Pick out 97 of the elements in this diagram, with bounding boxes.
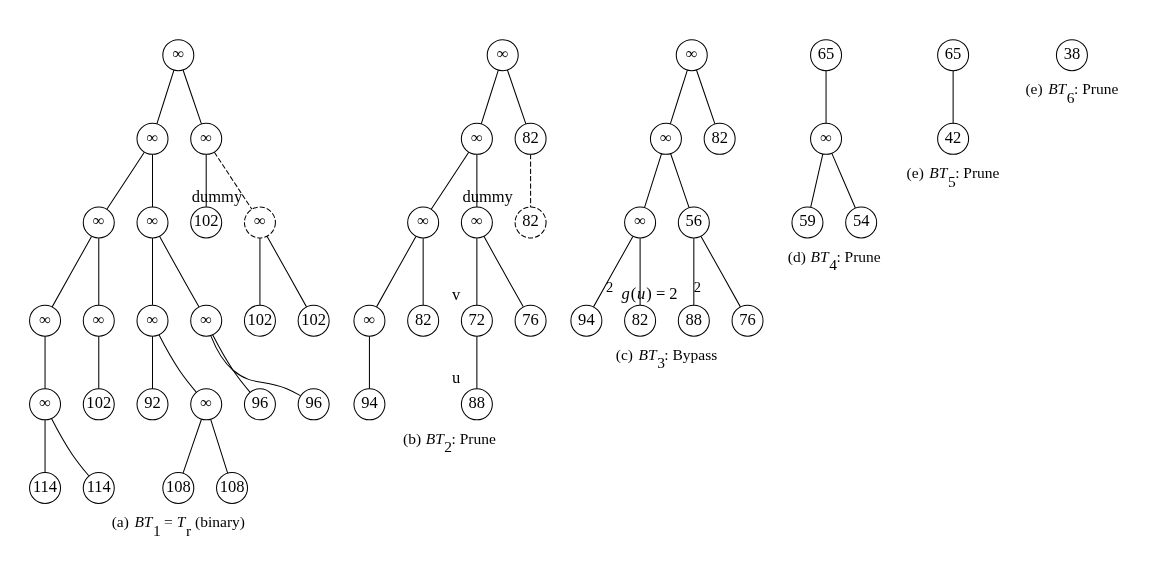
node-circle: 82	[703, 122, 736, 155]
node-circle: ∞	[460, 122, 493, 155]
connector	[158, 334, 197, 393]
connector	[159, 235, 200, 308]
node-circle: 38	[1055, 39, 1088, 72]
connector	[266, 236, 308, 308]
node-circle: 54	[845, 206, 878, 239]
connector	[669, 69, 688, 125]
connector	[106, 151, 145, 210]
connector	[639, 237, 641, 306]
connector	[151, 153, 153, 208]
node-circle: 65	[937, 39, 970, 72]
node-circle: 102	[82, 388, 115, 421]
node-circle: 94	[353, 388, 386, 421]
node-circle: 108	[216, 472, 249, 505]
node-circle: 88	[460, 388, 493, 421]
node-circle: 72	[460, 304, 493, 337]
node-circle: 65	[810, 39, 843, 72]
connector	[825, 70, 827, 124]
node-circle: 56	[677, 206, 710, 239]
connector	[44, 335, 46, 390]
node-circle: ∞	[190, 122, 223, 155]
connector	[831, 152, 856, 209]
node-circle: 82	[514, 206, 547, 239]
node-circle: 92	[136, 388, 169, 421]
node-circle: 102	[297, 304, 330, 337]
node-circle: ∞	[82, 206, 115, 239]
node-circle: 108	[162, 472, 195, 505]
connector	[259, 237, 261, 306]
connector	[182, 418, 202, 474]
node-circle: 76	[514, 304, 547, 337]
node-circle: ∞	[675, 39, 708, 72]
node-label: v	[452, 284, 461, 304]
node-label: u	[452, 368, 461, 388]
node-circle: 82	[407, 304, 440, 337]
node-circle: ∞	[136, 122, 169, 155]
node-circle: ∞	[624, 206, 657, 239]
node-circle: ∞	[407, 206, 440, 239]
connector	[51, 418, 90, 477]
node-circle: ∞	[810, 122, 843, 155]
node-circle: 102	[243, 304, 276, 337]
node-circle: 59	[791, 206, 824, 239]
connector	[98, 237, 100, 306]
node-circle: ∞	[162, 39, 195, 72]
connector	[506, 69, 527, 125]
connector	[422, 237, 424, 306]
connector	[210, 335, 301, 397]
connector	[376, 236, 417, 308]
connector	[644, 153, 663, 209]
connector	[151, 335, 153, 390]
connector	[98, 335, 100, 390]
connector	[368, 335, 370, 390]
node-circle: ∞	[649, 122, 682, 155]
connector	[44, 419, 46, 474]
connector	[593, 236, 634, 308]
node-circle: 114	[82, 472, 115, 505]
node-circle: ∞	[190, 388, 223, 421]
node-circle: 96	[243, 388, 276, 421]
connector	[430, 151, 470, 210]
node-circle: 102	[190, 206, 223, 239]
node-circle: ∞	[460, 206, 493, 239]
node-circle: 96	[297, 388, 330, 421]
node-circle: ∞	[29, 388, 62, 421]
connector	[476, 237, 478, 306]
node-circle: 42	[937, 122, 970, 155]
node-circle: ∞	[243, 206, 276, 239]
connector	[156, 69, 175, 125]
connector	[693, 237, 695, 306]
connector	[476, 335, 478, 390]
connector	[695, 69, 716, 125]
node-circle: ∞	[29, 304, 62, 337]
node-circle: ∞	[190, 304, 223, 337]
connector	[530, 153, 532, 208]
connector	[212, 334, 251, 393]
node-circle: 88	[677, 304, 710, 337]
connector	[700, 236, 741, 308]
connector	[480, 69, 499, 125]
connector	[151, 237, 153, 306]
connector	[51, 236, 93, 308]
connector	[810, 153, 824, 208]
node-circle: 114	[29, 472, 62, 505]
node-circle: 82	[624, 304, 657, 337]
connector	[182, 69, 202, 125]
connector	[952, 70, 954, 124]
edge-label: 2	[606, 278, 614, 295]
connector	[210, 418, 229, 474]
node-circle: ∞	[353, 304, 386, 337]
node-circle: 94	[570, 304, 603, 337]
edge-label: 2	[693, 278, 702, 295]
node-circle: ∞	[136, 304, 169, 337]
node-circle: ∞	[82, 304, 115, 337]
node-circle: 76	[731, 304, 764, 337]
connector	[483, 235, 524, 308]
connector	[670, 153, 690, 209]
node-circle: 82	[514, 122, 547, 155]
node-circle: ∞	[486, 39, 519, 72]
node-circle: ∞	[136, 206, 169, 239]
